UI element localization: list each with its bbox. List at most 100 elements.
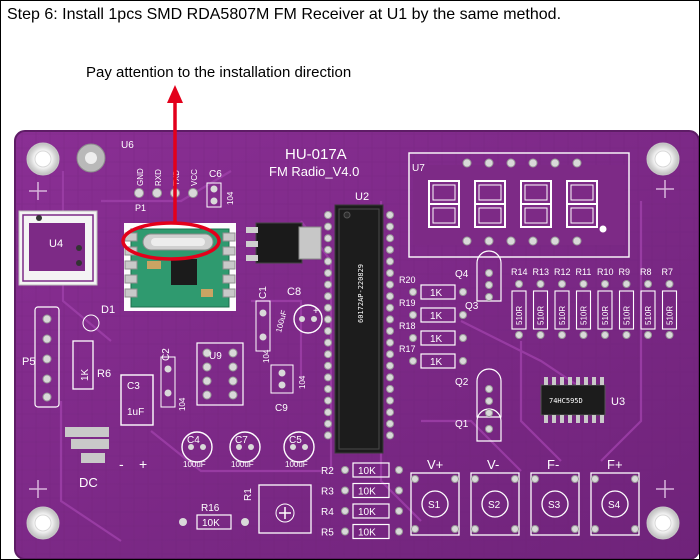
ref-c4: C4 — [187, 435, 200, 446]
ref-c2: C2 — [161, 348, 172, 361]
ref-r17: R17 — [399, 344, 416, 354]
ref-dc: DC — [79, 475, 98, 490]
pin-label-gnd: GND — [136, 168, 145, 186]
ref-c5: C5 — [289, 435, 302, 446]
pin-label-rxd: RXD — [154, 169, 163, 186]
ref-r1: R1 — [243, 488, 254, 501]
value-r18: 1K — [430, 334, 443, 345]
ref-s2: S2 — [488, 500, 501, 511]
u2-socket — [334, 204, 384, 454]
value-r4: 10K — [358, 507, 376, 518]
annotation-note: Pay attention to the installation direct… — [86, 64, 352, 81]
r16-value: 10K — [202, 518, 220, 529]
c4-value: 100uF — [183, 460, 206, 469]
button-label-s1: V+ — [427, 457, 443, 472]
c8-plus: + — [313, 306, 319, 317]
ref-r13: R13 — [533, 267, 550, 277]
resistor-r20: R20 1K — [399, 275, 467, 300]
c5-value: 100uF — [285, 460, 308, 469]
button-s2: V-S2 — [470, 457, 520, 536]
ref-r6: R6 — [97, 368, 111, 380]
r6-value: 1K — [80, 368, 91, 381]
ref-r14: R14 — [511, 267, 528, 277]
ref-r7: R7 — [662, 267, 674, 277]
power-plus: + — [139, 456, 147, 472]
value-r14: 510R — [515, 306, 524, 325]
u2-marking: 60172AP-220829 — [357, 264, 365, 323]
highlight-ellipse — [121, 221, 221, 261]
step-caption: Step 6: Install 1pcs SMD RDA5807M FM Rec… — [7, 6, 562, 23]
electrolytic-c7 — [229, 431, 261, 463]
resistor-r13: R13 510R — [533, 267, 550, 339]
ref-s3: S3 — [548, 500, 561, 511]
value-r3: 10K — [358, 487, 376, 498]
ref-r12: R12 — [554, 267, 571, 277]
ref-c1: C1 — [258, 286, 269, 299]
button-label-s3: F- — [547, 457, 559, 472]
ref-r8: R8 — [640, 267, 652, 277]
ref-r9: R9 — [619, 267, 631, 277]
c6-value: 104 — [226, 191, 235, 205]
value-r19: 1K — [430, 311, 443, 322]
ref-r20: R20 — [399, 275, 416, 285]
resistor-r14: R14 510R — [511, 267, 528, 339]
ref-c6: C6 — [209, 169, 222, 180]
ref-q1: Q1 — [455, 419, 469, 430]
ref-c8: C8 — [287, 286, 301, 298]
power-minus: - — [119, 456, 124, 472]
ref-r4: R4 — [321, 507, 334, 518]
ref-u4: U4 — [49, 238, 63, 250]
resistor-group-510r: R14510RR13510RR12510RR11510RR10510RR9510… — [511, 267, 678, 339]
u3-marking: 74HC595D — [549, 397, 583, 405]
c9-value: 104 — [298, 375, 307, 389]
ref-r2: R2 — [321, 466, 334, 477]
direction-arrow — [167, 85, 183, 224]
electrolytic-c5 — [283, 431, 315, 463]
usb-connector-u4 — [18, 210, 98, 286]
ref-u2: U2 — [355, 191, 369, 203]
value-r20: 1K — [430, 288, 443, 299]
ref-u9: U9 — [209, 351, 222, 362]
header-p5 — [34, 306, 60, 408]
display-segments — [428, 180, 607, 233]
c2-value: 104 — [178, 397, 187, 411]
button-group: V+S1V-S2F-S3F+S4 — [410, 457, 640, 536]
value-r12: 510R — [558, 306, 567, 325]
ref-s1: S1 — [428, 500, 441, 511]
display-pins — [462, 158, 582, 246]
ref-u3: U3 — [611, 396, 625, 408]
c7-value: 100uF — [231, 460, 254, 469]
ref-c7: C7 — [235, 435, 248, 446]
ref-q2: Q2 — [455, 377, 469, 388]
value-r8: 510R — [644, 306, 653, 325]
value-r13: 510R — [537, 306, 546, 325]
value-r11: 510R — [580, 306, 589, 325]
ref-r16: R16 — [201, 503, 220, 514]
ref-s4: S4 — [608, 500, 621, 511]
u2-pins — [324, 211, 394, 440]
ref-p5: P5 — [22, 356, 35, 368]
ref-r11: R11 — [576, 267, 592, 277]
copper-traces — [59, 170, 643, 542]
u9-footprint — [196, 342, 244, 406]
capacitor-c3 — [120, 374, 154, 426]
voltage-regulator — [246, 222, 322, 264]
value-r10: 510R — [601, 306, 610, 325]
resistor-r8: R8 510R — [640, 267, 656, 339]
board-model: HU-017A — [285, 146, 347, 163]
dc-jack — [65, 427, 109, 463]
rda5807m-module — [124, 223, 236, 311]
ref-q3: Q3 — [465, 301, 479, 312]
c1-value: 104 — [262, 349, 271, 363]
ref-r10: R10 — [597, 267, 614, 277]
uart-header-pads — [134, 188, 198, 198]
